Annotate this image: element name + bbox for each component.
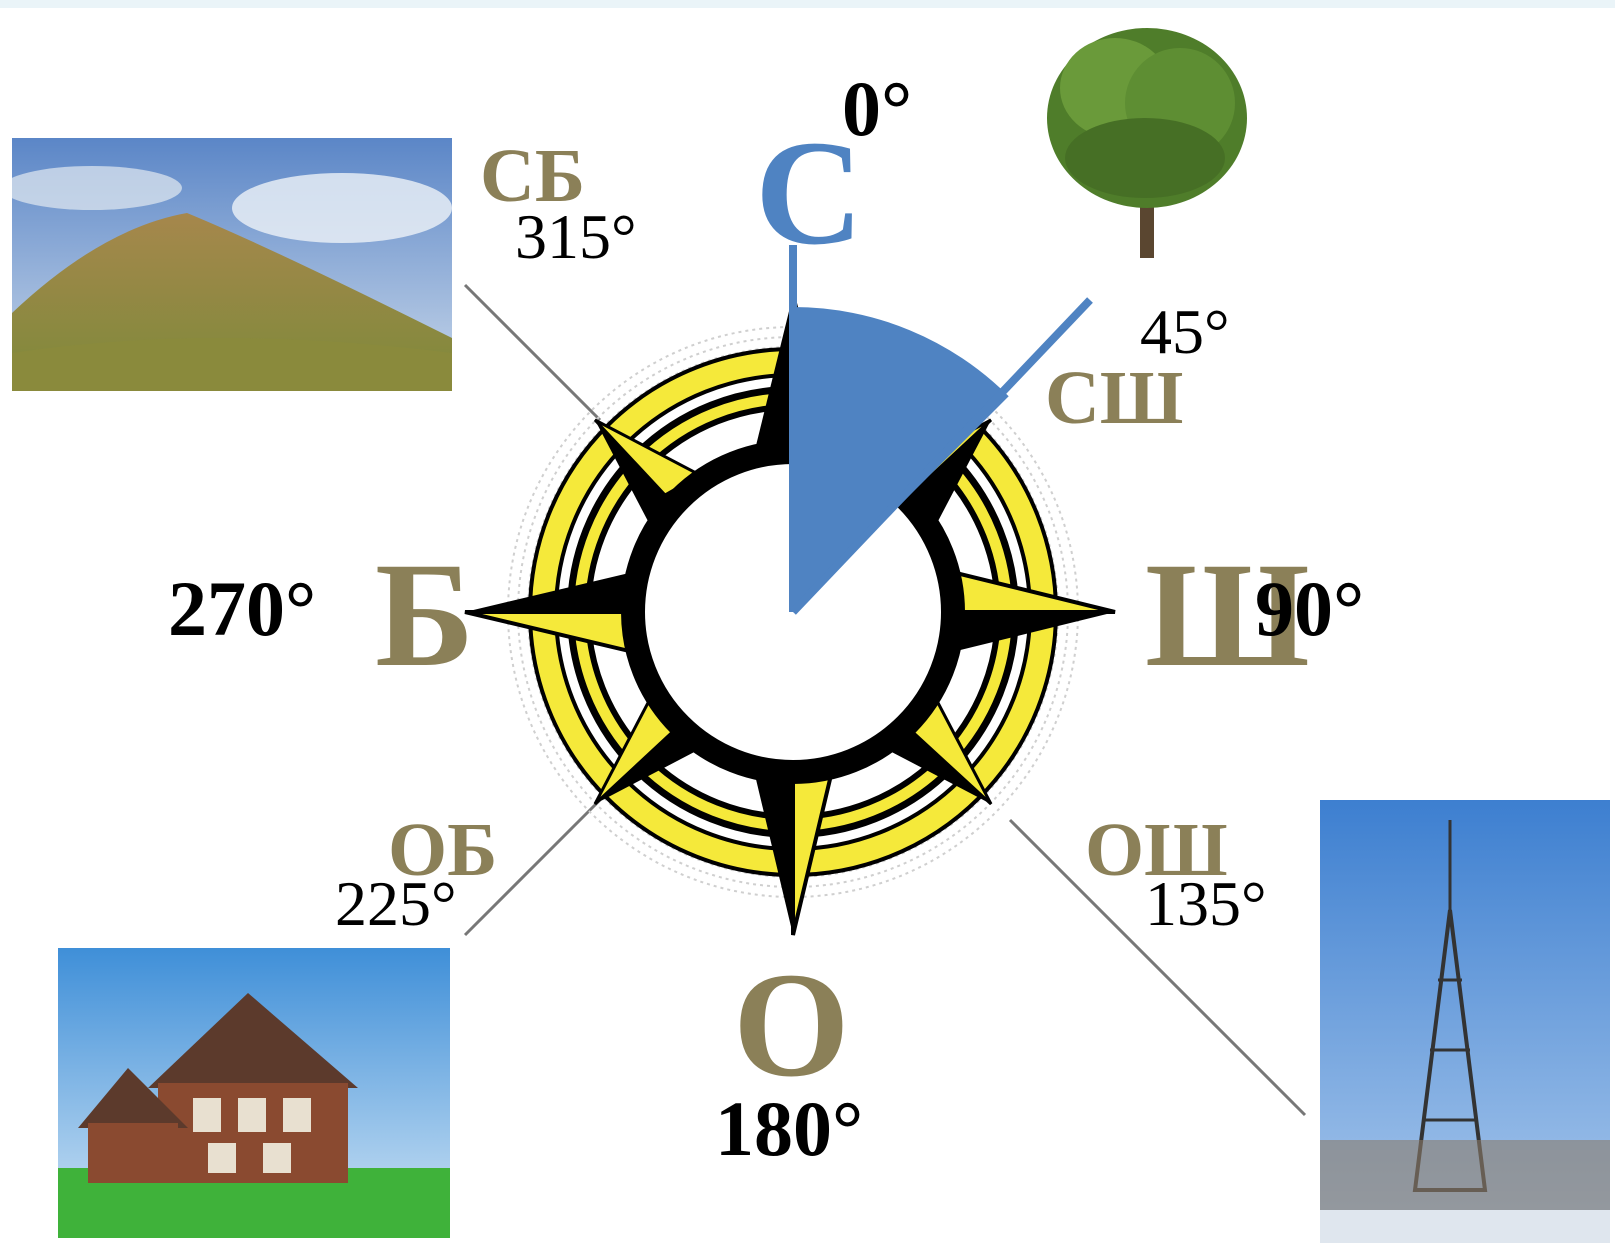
northeast-label: СШ <box>1045 356 1184 440</box>
northeast-ray <box>790 297 1093 615</box>
south-label: О <box>733 942 850 1108</box>
south-degree-label: 180° <box>715 1085 864 1172</box>
tree-photo <box>1035 8 1265 258</box>
house-photo <box>58 948 450 1238</box>
northwest-degree-label: 315° <box>515 201 637 272</box>
southwest-degree-label: 225° <box>335 868 457 939</box>
east-label: Ш <box>1145 532 1310 698</box>
tower-photo <box>1320 800 1610 1243</box>
hill-photo <box>12 138 452 391</box>
nw-guide-line <box>463 283 602 422</box>
southwest-label: ОБ <box>388 808 498 892</box>
east-degree-label: 90° <box>1255 565 1365 652</box>
top-strip <box>0 0 1615 8</box>
southeast-label: ОШ <box>1085 808 1228 892</box>
north-label: С <box>755 110 864 276</box>
sw-guide-line <box>463 798 602 937</box>
northeast-degree-label: 45° <box>1140 296 1230 367</box>
north-degree-label: 0° <box>842 65 913 152</box>
angle-sector <box>793 307 1009 612</box>
west-label: Б <box>375 532 475 698</box>
southeast-degree-label: 135° <box>1145 868 1267 939</box>
se-guide-line <box>1008 818 1307 1117</box>
northwest-label: СБ <box>480 134 586 218</box>
west-degree-label: 270° <box>168 565 317 652</box>
